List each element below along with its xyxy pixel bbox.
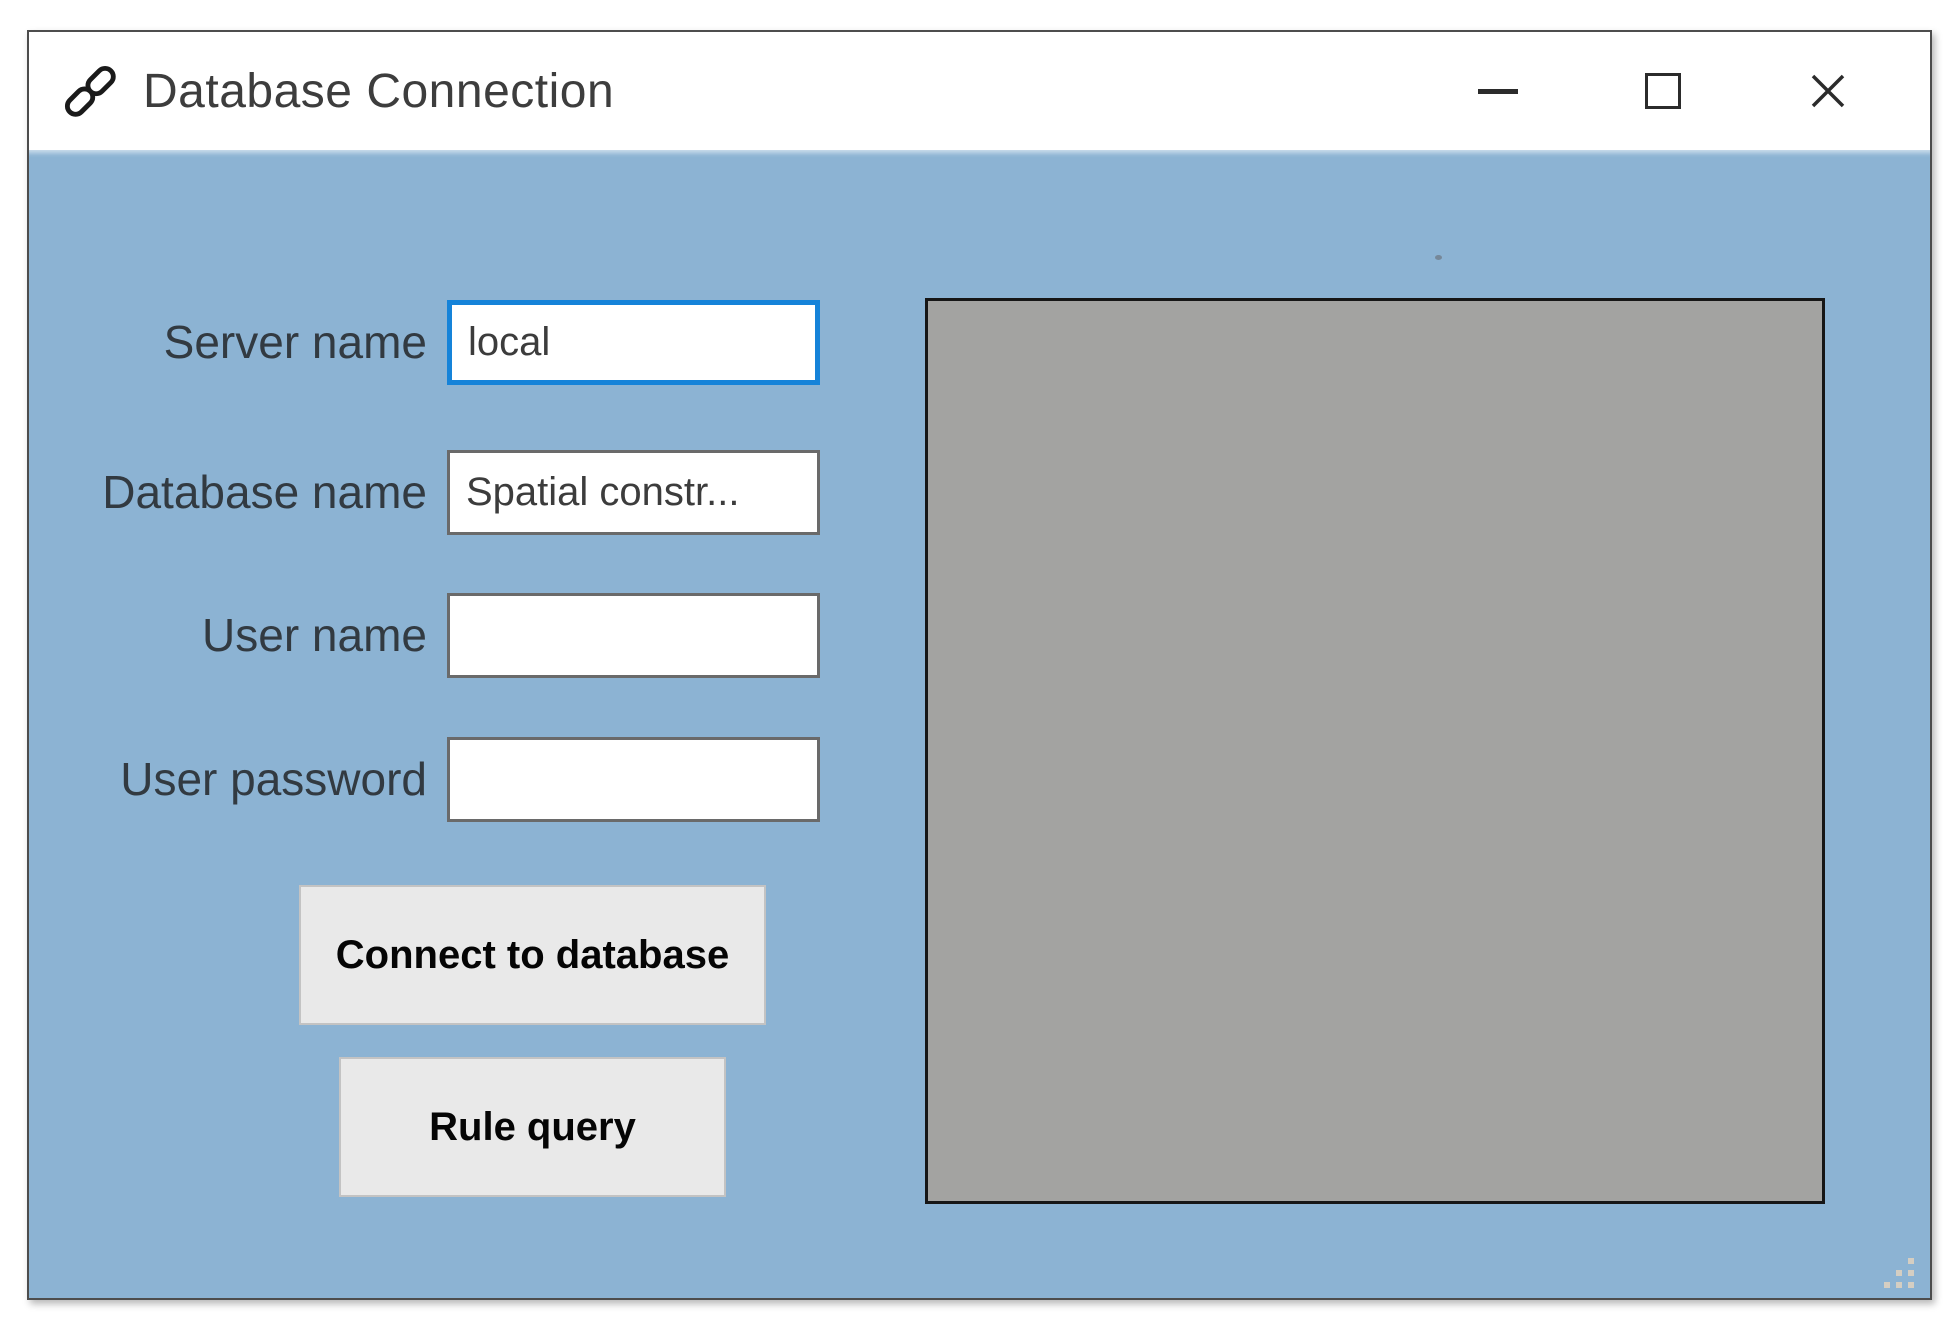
resize-grip[interactable] — [1882, 1256, 1918, 1292]
rule-query-button[interactable]: Rule query — [339, 1057, 726, 1197]
minimize-button[interactable] — [1415, 32, 1580, 150]
title-bar: Database Connection — [29, 32, 1930, 150]
server-name-input[interactable] — [447, 300, 820, 385]
user-password-input[interactable] — [447, 737, 820, 822]
user-name-label: User name — [202, 609, 427, 661]
window-title: Database Connection — [143, 64, 615, 118]
user-name-input[interactable] — [447, 593, 820, 678]
window-controls — [1415, 32, 1910, 150]
user-password-label: User password — [120, 753, 427, 805]
link-icon — [64, 65, 116, 117]
close-icon — [1811, 74, 1844, 108]
close-button[interactable] — [1745, 32, 1910, 150]
database-connection-window: Database Connection Server name Database… — [27, 30, 1932, 1300]
minimize-icon — [1477, 88, 1518, 94]
server-name-label: Server name — [163, 316, 427, 368]
dust-speck — [1435, 255, 1442, 260]
database-name-label: Database name — [102, 466, 427, 518]
results-panel — [925, 298, 1825, 1204]
maximize-icon — [1644, 73, 1681, 109]
client-area: Server name Database name User name User… — [29, 150, 1930, 1298]
database-name-input[interactable] — [447, 450, 820, 535]
maximize-button[interactable] — [1580, 32, 1745, 150]
connect-to-database-button[interactable]: Connect to database — [299, 885, 766, 1025]
